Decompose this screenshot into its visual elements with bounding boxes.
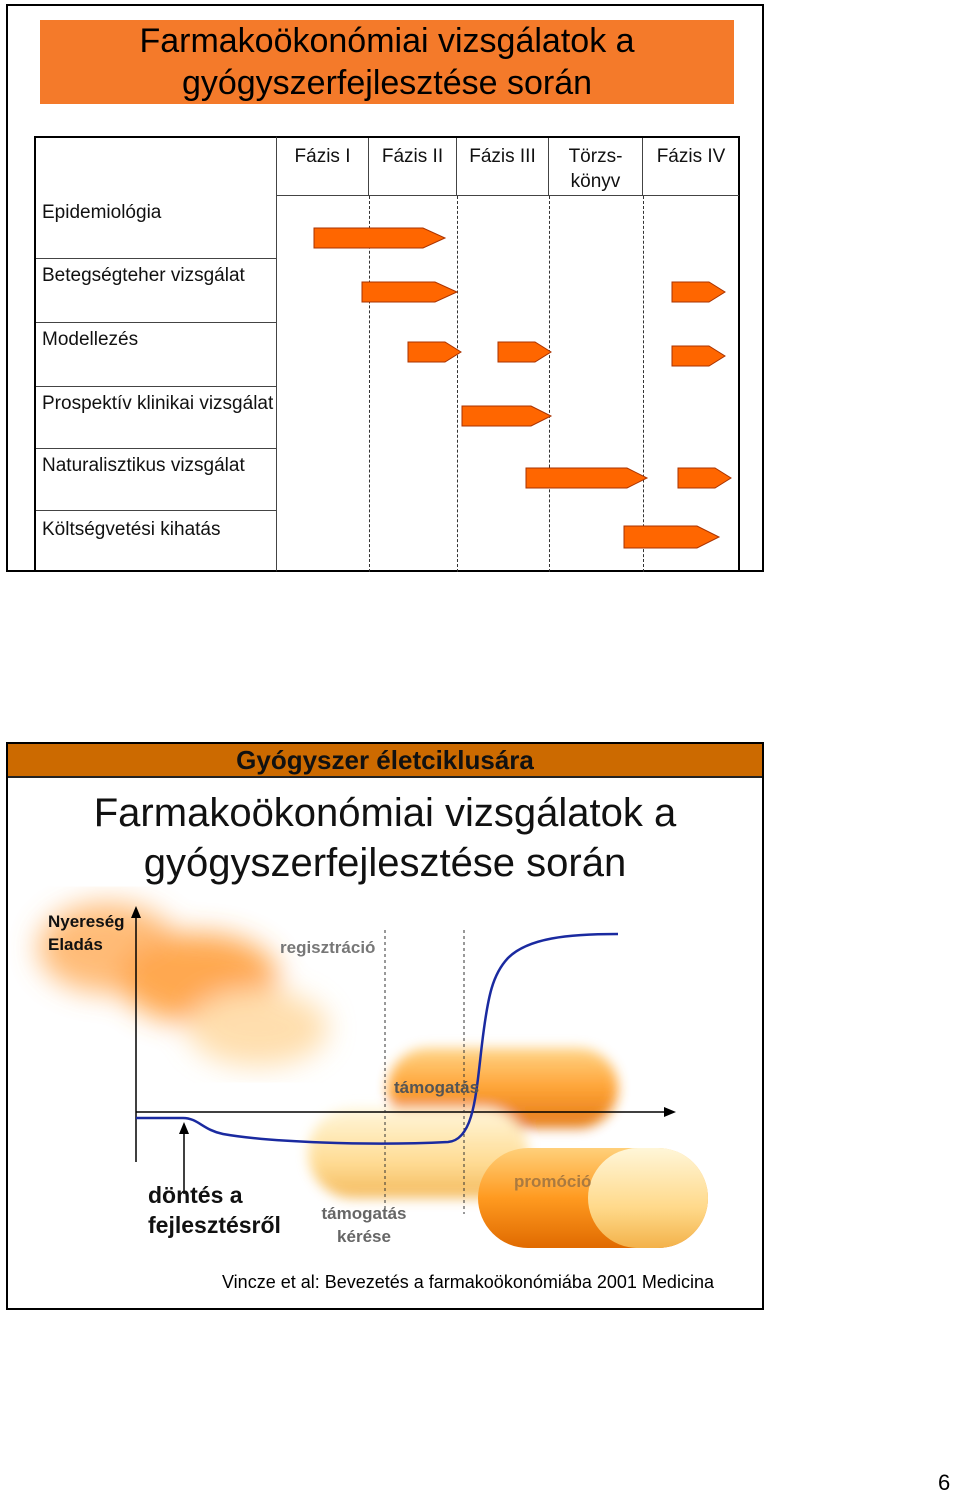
slide2-title-line2: gyógyszerfejlesztése során xyxy=(143,841,627,885)
phase-divider xyxy=(549,196,550,572)
slide2-title-line1: Farmakoökonómiai vizsgálatok a xyxy=(93,791,677,835)
phase-grid: Fázis I Fázis II Fázis III Törzs- könyv … xyxy=(276,136,740,572)
timeline-arrow xyxy=(461,405,553,427)
timeline-arrow xyxy=(525,467,649,489)
phase-divider xyxy=(457,196,458,572)
slide1-title: Farmakoökonómiai vizsgálatok a gyógyszer… xyxy=(40,20,734,104)
reimbursement-request-label: támogatás kérése xyxy=(314,1202,414,1248)
timeline-arrow xyxy=(361,281,459,303)
y-axis-arrowhead xyxy=(131,906,141,918)
slide2-header: Gyógyszer életciklusára xyxy=(8,744,762,778)
phase-header: Fázis III xyxy=(457,138,549,196)
sales-curve xyxy=(136,932,619,1145)
y-axis-label: Nyereség Eladás xyxy=(48,910,125,956)
promotion-label: promóció xyxy=(514,1172,592,1191)
slide-phase-table: Farmakoökonómiai vizsgálatok a gyógyszer… xyxy=(6,4,764,572)
slide1-title-line1: Farmakoökonómiai vizsgálatok a xyxy=(139,22,635,60)
phase-header: Fázis I xyxy=(277,138,369,196)
timeline-arrow xyxy=(313,227,447,249)
pills-background-image xyxy=(38,903,708,1248)
timeline-arrow xyxy=(407,341,462,363)
decision-label-line2: fejlesztésről xyxy=(148,1212,281,1238)
timeline-arrow xyxy=(623,525,721,549)
phase-header: Törzs- könyv xyxy=(549,138,643,196)
page-number: 6 xyxy=(938,1470,951,1495)
phase-header: Fázis IV xyxy=(643,138,739,196)
timeline-arrow xyxy=(677,467,732,489)
decision-label: döntés a fejlesztésről xyxy=(148,1180,281,1240)
y-axis-label-line2: Eladás xyxy=(48,935,103,954)
row-label: Betegségteher vizsgálat xyxy=(36,258,276,322)
request-label-line2: kérése xyxy=(337,1227,391,1246)
timeline-arrow xyxy=(671,345,726,367)
decision-pointer-head xyxy=(179,1122,189,1134)
phase-header: Fázis II xyxy=(369,138,457,196)
slide2-title: Farmakoökonómiai vizsgálatok a gyógyszer… xyxy=(8,788,762,888)
slide-lifecycle: Gyógyszer életciklusára xyxy=(6,742,764,1310)
row-label: Epidemiológia xyxy=(42,202,162,223)
phase-divider xyxy=(369,196,370,572)
phase-divider xyxy=(643,196,644,572)
row-label: Naturalisztikus vizsgálat xyxy=(36,448,276,510)
decision-label-line1: döntés a xyxy=(148,1182,243,1208)
lifecycle-chart xyxy=(131,906,676,1214)
citation: Vincze et al: Bevezetés a farmakoökonómi… xyxy=(222,1272,714,1292)
study-types-column: Epidemiológia Betegségteher vizsgálat Mo… xyxy=(34,136,276,572)
timeline-arrow xyxy=(671,281,726,303)
row-label: Költségvetési kihatás xyxy=(36,510,276,572)
timeline-arrow xyxy=(497,341,552,363)
y-axis-label-line1: Nyereség xyxy=(48,912,125,931)
row-label: Modellezés xyxy=(36,322,276,386)
reimbursement-label: támogatás xyxy=(394,1078,480,1097)
slide1-title-line2: gyógyszerfejlesztése során xyxy=(181,64,593,102)
x-axis-arrowhead xyxy=(664,1107,676,1117)
row-label: Prospektív klinikai vizsgálat xyxy=(36,386,276,448)
registration-label: regisztráció xyxy=(280,938,376,957)
request-label-line1: támogatás xyxy=(321,1204,407,1223)
